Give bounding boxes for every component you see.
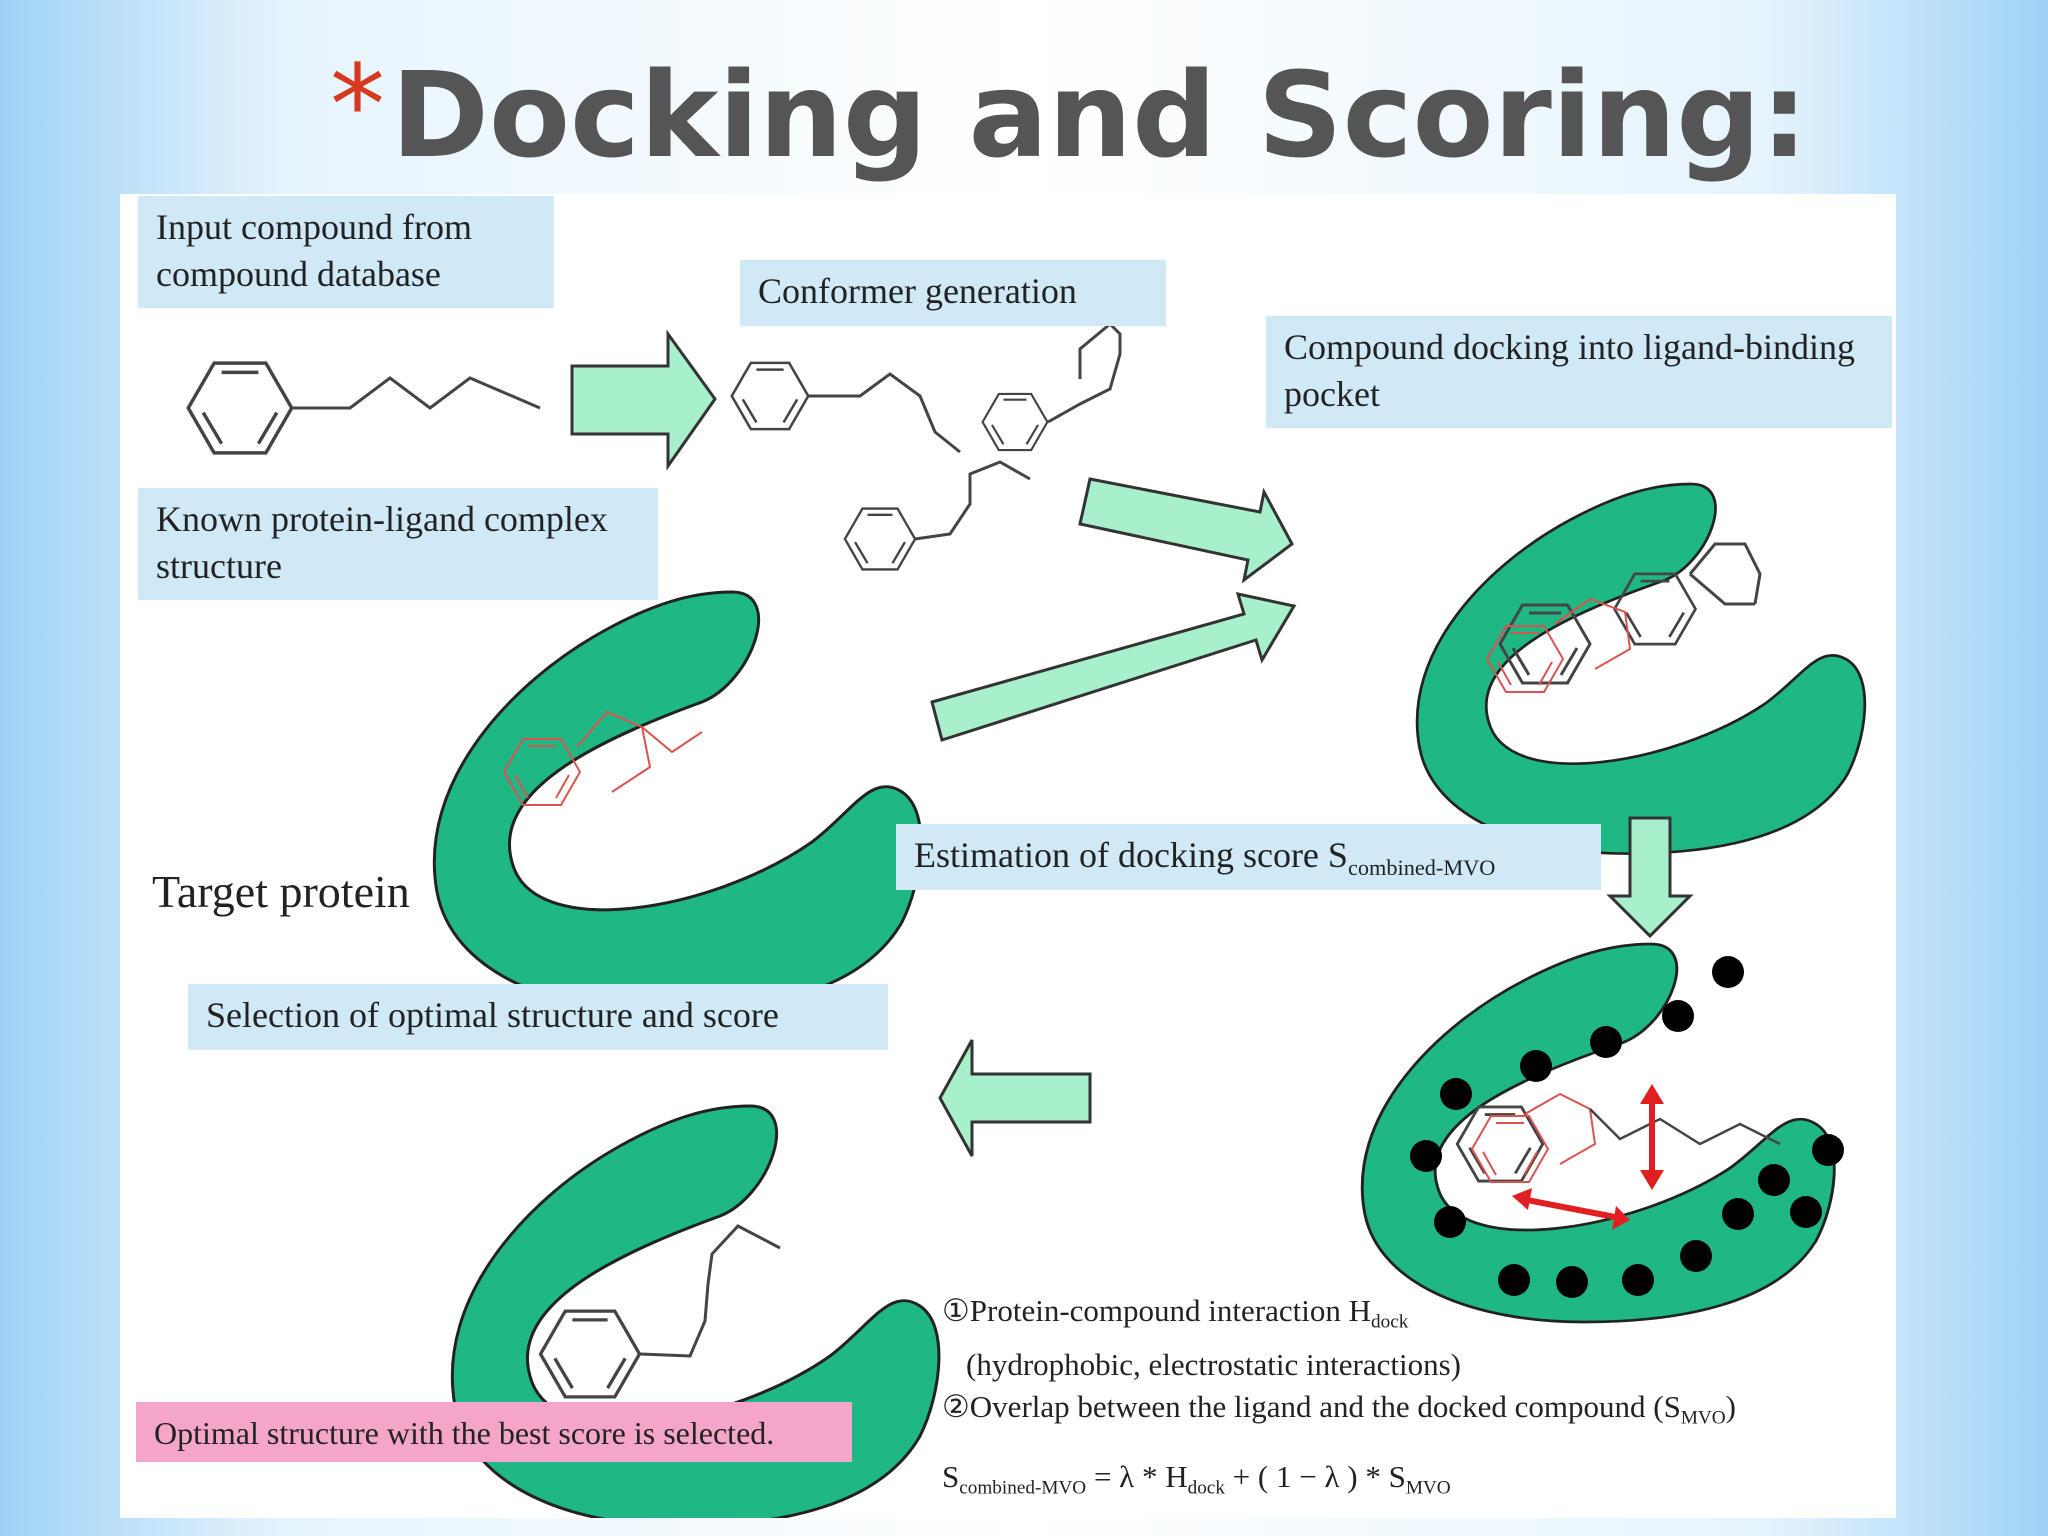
formula-lhs: S	[942, 1459, 960, 1494]
label-input-compound: Input compound from compound database	[138, 196, 554, 308]
note-item-2: ②Overlap between the ligand and the dock…	[942, 1386, 1882, 1440]
arrow-complex-to-docking	[930, 592, 1297, 742]
label-conformer-generation: Conformer generation	[740, 260, 1166, 326]
note-1-text: Protein-compound interaction H	[969, 1293, 1371, 1328]
score-notes: ①Protein-compound interaction Hdock (hyd…	[942, 1290, 1882, 1439]
note-2-marker: ②	[942, 1388, 970, 1424]
arrow-to-conformers	[570, 329, 717, 471]
formula-term-1: = λ * H	[1086, 1459, 1188, 1494]
optimal-protein	[450, 1104, 941, 1518]
slide-title: *Docking and Scoring:	[330, 40, 1808, 190]
label-target-protein: Target protein	[152, 866, 410, 917]
label-estimation-score: Estimation of docking score Scombined-MV…	[896, 824, 1601, 890]
formula-term-1-subscript: dock	[1187, 1477, 1225, 1499]
formula-lhs-subscript: combined-MVO	[959, 1477, 1087, 1499]
arrow-conformers-to-docking	[1078, 477, 1294, 584]
note-item-1: ①Protein-compound interaction Hdock	[942, 1290, 1882, 1344]
title-text: Docking and Scoring:	[391, 46, 1808, 184]
note-2-close: )	[1725, 1388, 1736, 1424]
known-complex-protein	[432, 590, 923, 1014]
docked-protein	[1415, 482, 1867, 855]
note-item-1-detail: (hydrophobic, electrostatic interactions…	[966, 1346, 1461, 1382]
estimation-text: Estimation of docking score S	[914, 835, 1348, 875]
label-selection: Selection of optimal structure and score	[188, 984, 888, 1050]
arrow-down-to-scoring	[1606, 816, 1694, 939]
scoring-protein	[1360, 942, 1844, 1324]
label-known-complex: Known protein-ligand complex structure	[138, 488, 658, 600]
score-formula: Scombined-MVO = λ * Hdock + ( 1 − λ ) * …	[942, 1456, 1451, 1510]
estimation-subscript: combined-MVO	[1347, 854, 1496, 880]
input-molecule	[186, 361, 541, 455]
note-2-subscript: MVO	[1680, 1407, 1726, 1429]
conformer-molecules	[730, 322, 1122, 571]
label-optimal-selected: Optimal structure with the best score is…	[136, 1402, 852, 1462]
arrow-left-to-selection	[938, 1039, 1092, 1157]
formula-term-2: + ( 1 − λ ) * S	[1224, 1459, 1406, 1494]
formula-term-2-subscript: MVO	[1405, 1477, 1451, 1499]
docking-diagram	[186, 322, 1867, 1518]
title-bullet: *	[330, 41, 385, 169]
note-2-text: Overlap between the ligand and the docke…	[969, 1388, 1681, 1424]
label-compound-docking: Compound docking into ligand-binding poc…	[1266, 316, 1892, 428]
diagram-panel: Input compound from compound database Co…	[120, 194, 1896, 1518]
note-1-marker: ①	[942, 1293, 970, 1328]
note-1-subscript: dock	[1370, 1311, 1409, 1333]
